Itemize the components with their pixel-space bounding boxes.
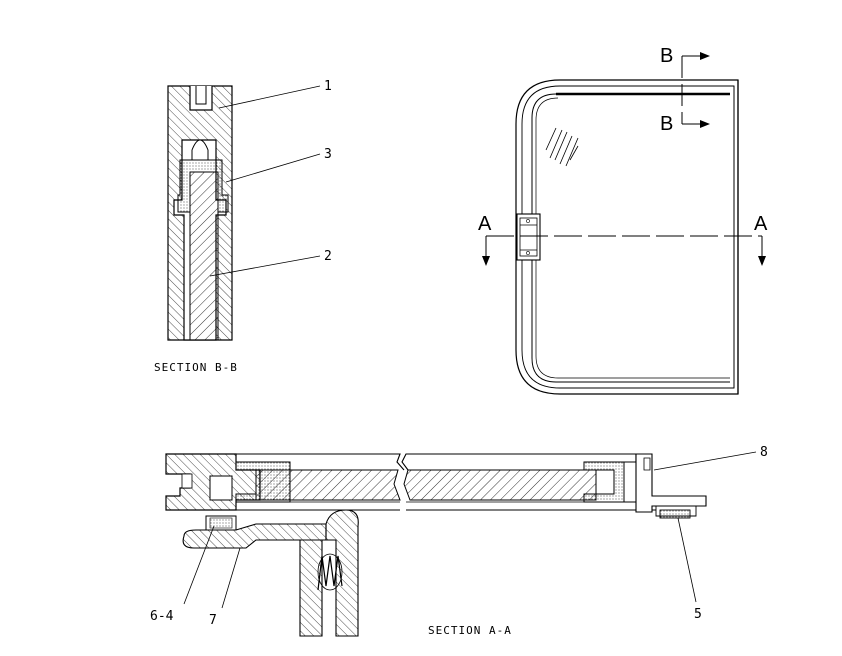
caption-section-bb: SECTION B-B: [154, 361, 238, 374]
latch-icon: [516, 213, 541, 261]
section-mark-b-bottom: B: [660, 113, 673, 135]
section-mark-b-top: B: [660, 45, 673, 67]
callout-5: 5: [694, 607, 702, 622]
callout-6-4: 6-4: [150, 609, 174, 624]
glass-section: [255, 469, 401, 501]
callout-3: 3: [324, 147, 332, 162]
callout-2: 2: [324, 249, 332, 264]
window-outer-frame: [515, 79, 739, 395]
section-aa-view: 8 6-4 7 5 SECTION A-A: [150, 445, 768, 637]
glass-pane: [189, 171, 219, 341]
section-mark-a-right: A: [754, 213, 768, 235]
section-mark-a-left: A: [478, 213, 492, 235]
callout-8: 8: [760, 445, 768, 460]
window-glass-outline: [531, 93, 730, 383]
callout-7: 7: [209, 613, 217, 628]
caption-section-aa: SECTION A-A: [428, 624, 512, 637]
glass-reflection-marks: [545, 127, 579, 167]
window-elevation-view: A A B B: [478, 45, 768, 395]
callout-1: 1: [324, 79, 332, 94]
latch-body: [299, 539, 323, 637]
spring-icon: [317, 555, 343, 591]
section-bb-view: 1 3 2 SECTION B-B: [154, 79, 332, 374]
